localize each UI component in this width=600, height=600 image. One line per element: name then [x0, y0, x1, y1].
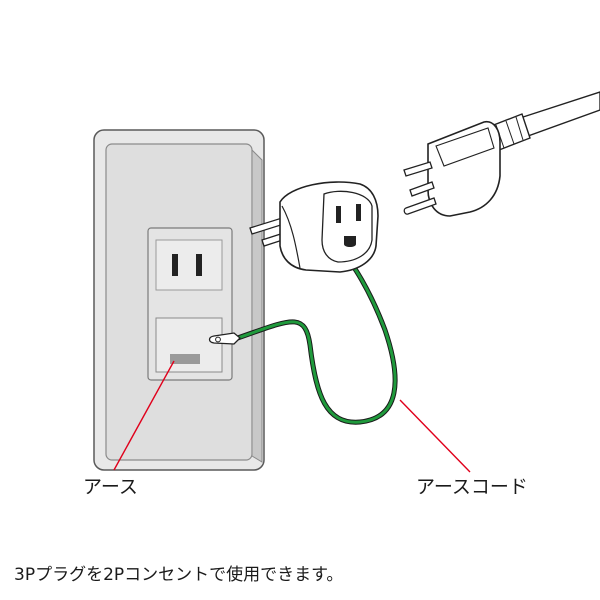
- label-earth: アース: [83, 476, 138, 498]
- label-earth-cord: アースコード: [416, 476, 528, 498]
- plug-body: [427, 120, 501, 217]
- leader-line-earth-cord: [399, 399, 471, 473]
- earth-cord: [208, 249, 398, 425]
- outlet-receptacle: [155, 239, 223, 291]
- earth-terminal-mark: [170, 354, 200, 364]
- adapter-slot-left: [336, 206, 341, 223]
- leader-line-earth: [113, 360, 175, 471]
- outlet-slot-right: [196, 254, 202, 276]
- caption: 3Pプラグを2Pコンセントで使用できます。: [14, 565, 344, 585]
- adapter-slot-right: [356, 204, 361, 221]
- adapter-earth-hole: [344, 236, 356, 247]
- adapter: [249, 181, 379, 273]
- wall-outlet: [147, 227, 233, 381]
- three-prong-plug: [403, 91, 600, 217]
- outlet-slot-left: [172, 254, 178, 276]
